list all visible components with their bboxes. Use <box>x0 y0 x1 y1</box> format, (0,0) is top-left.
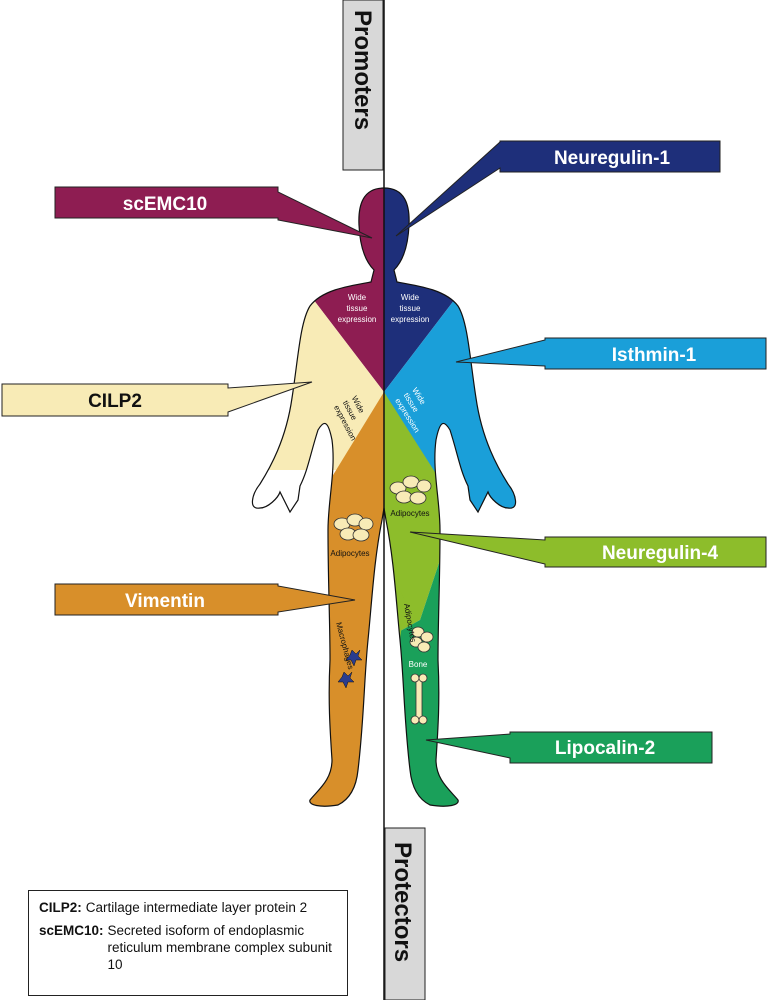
legend-box: CILP2: Cartilage intermediate layer prot… <box>28 890 348 996</box>
promoters-label: Promoters <box>349 10 376 130</box>
adipocytes-right-label: Adipocytes <box>390 509 429 518</box>
bone-icon <box>410 673 428 725</box>
adipocytes-right-icon <box>389 475 432 505</box>
adipocytes-left-label: Adipocytes <box>330 549 369 558</box>
head-right-region <box>384 188 438 290</box>
svg-text:Neuregulin-4: Neuregulin-4 <box>602 543 719 564</box>
promoters-box <box>342 0 384 171</box>
svg-text:Isthmin-1: Isthmin-1 <box>612 345 697 366</box>
legend-definition: Secreted isoform of endoplasmic reticulu… <box>107 923 332 972</box>
legend-row-scemc10: scEMC10: Secreted isoform of endoplasmic… <box>39 922 341 973</box>
protectors-box <box>384 827 426 1000</box>
svg-text:tissue: tissue <box>347 304 368 313</box>
legend-term: CILP2: <box>39 900 82 915</box>
svg-text:Lipocalin-2: Lipocalin-2 <box>555 738 655 759</box>
neuregulin4-callout: Neuregulin-4 <box>409 531 767 568</box>
svg-text:Vimentin: Vimentin <box>125 591 205 612</box>
svg-text:Wide: Wide <box>348 293 367 302</box>
svg-text:Neuregulin-1: Neuregulin-1 <box>554 148 671 169</box>
svg-text:tissue: tissue <box>400 304 421 313</box>
protectors-label: Protectors <box>389 842 416 962</box>
svg-text:Wide: Wide <box>401 293 420 302</box>
lipocalin2-callout: Lipocalin-2 <box>425 731 713 764</box>
cilp2-callout: CILP2 <box>1 381 313 417</box>
svg-text:expression: expression <box>338 315 377 324</box>
vimentin-callout: Vimentin <box>54 583 356 616</box>
legend-row-cilp2: CILP2: Cartilage intermediate layer prot… <box>39 899 341 916</box>
wide-tissue-left: Wide tissue expression <box>338 293 377 324</box>
legend-term: scEMC10: <box>39 923 104 938</box>
wide-tissue-right: Wide tissue expression <box>391 293 430 324</box>
bone-label: Bone <box>409 660 428 669</box>
isthmin1-callout: Isthmin-1 <box>455 337 767 370</box>
svg-text:CILP2: CILP2 <box>88 391 142 412</box>
svg-text:expression: expression <box>391 315 430 324</box>
adipocytes-left-icon <box>333 513 374 542</box>
macrophage-icon <box>337 649 363 689</box>
neuregulin1-callout: Neuregulin-1 <box>395 140 721 237</box>
adipocytes-leg-icon <box>409 626 434 653</box>
legend-definition: Cartilage intermediate layer protein 2 <box>85 900 308 915</box>
svg-text:scEMC10: scEMC10 <box>123 194 208 215</box>
neuregulin4-region <box>384 392 440 640</box>
scemc10-callout: scEMC10 <box>54 186 373 239</box>
